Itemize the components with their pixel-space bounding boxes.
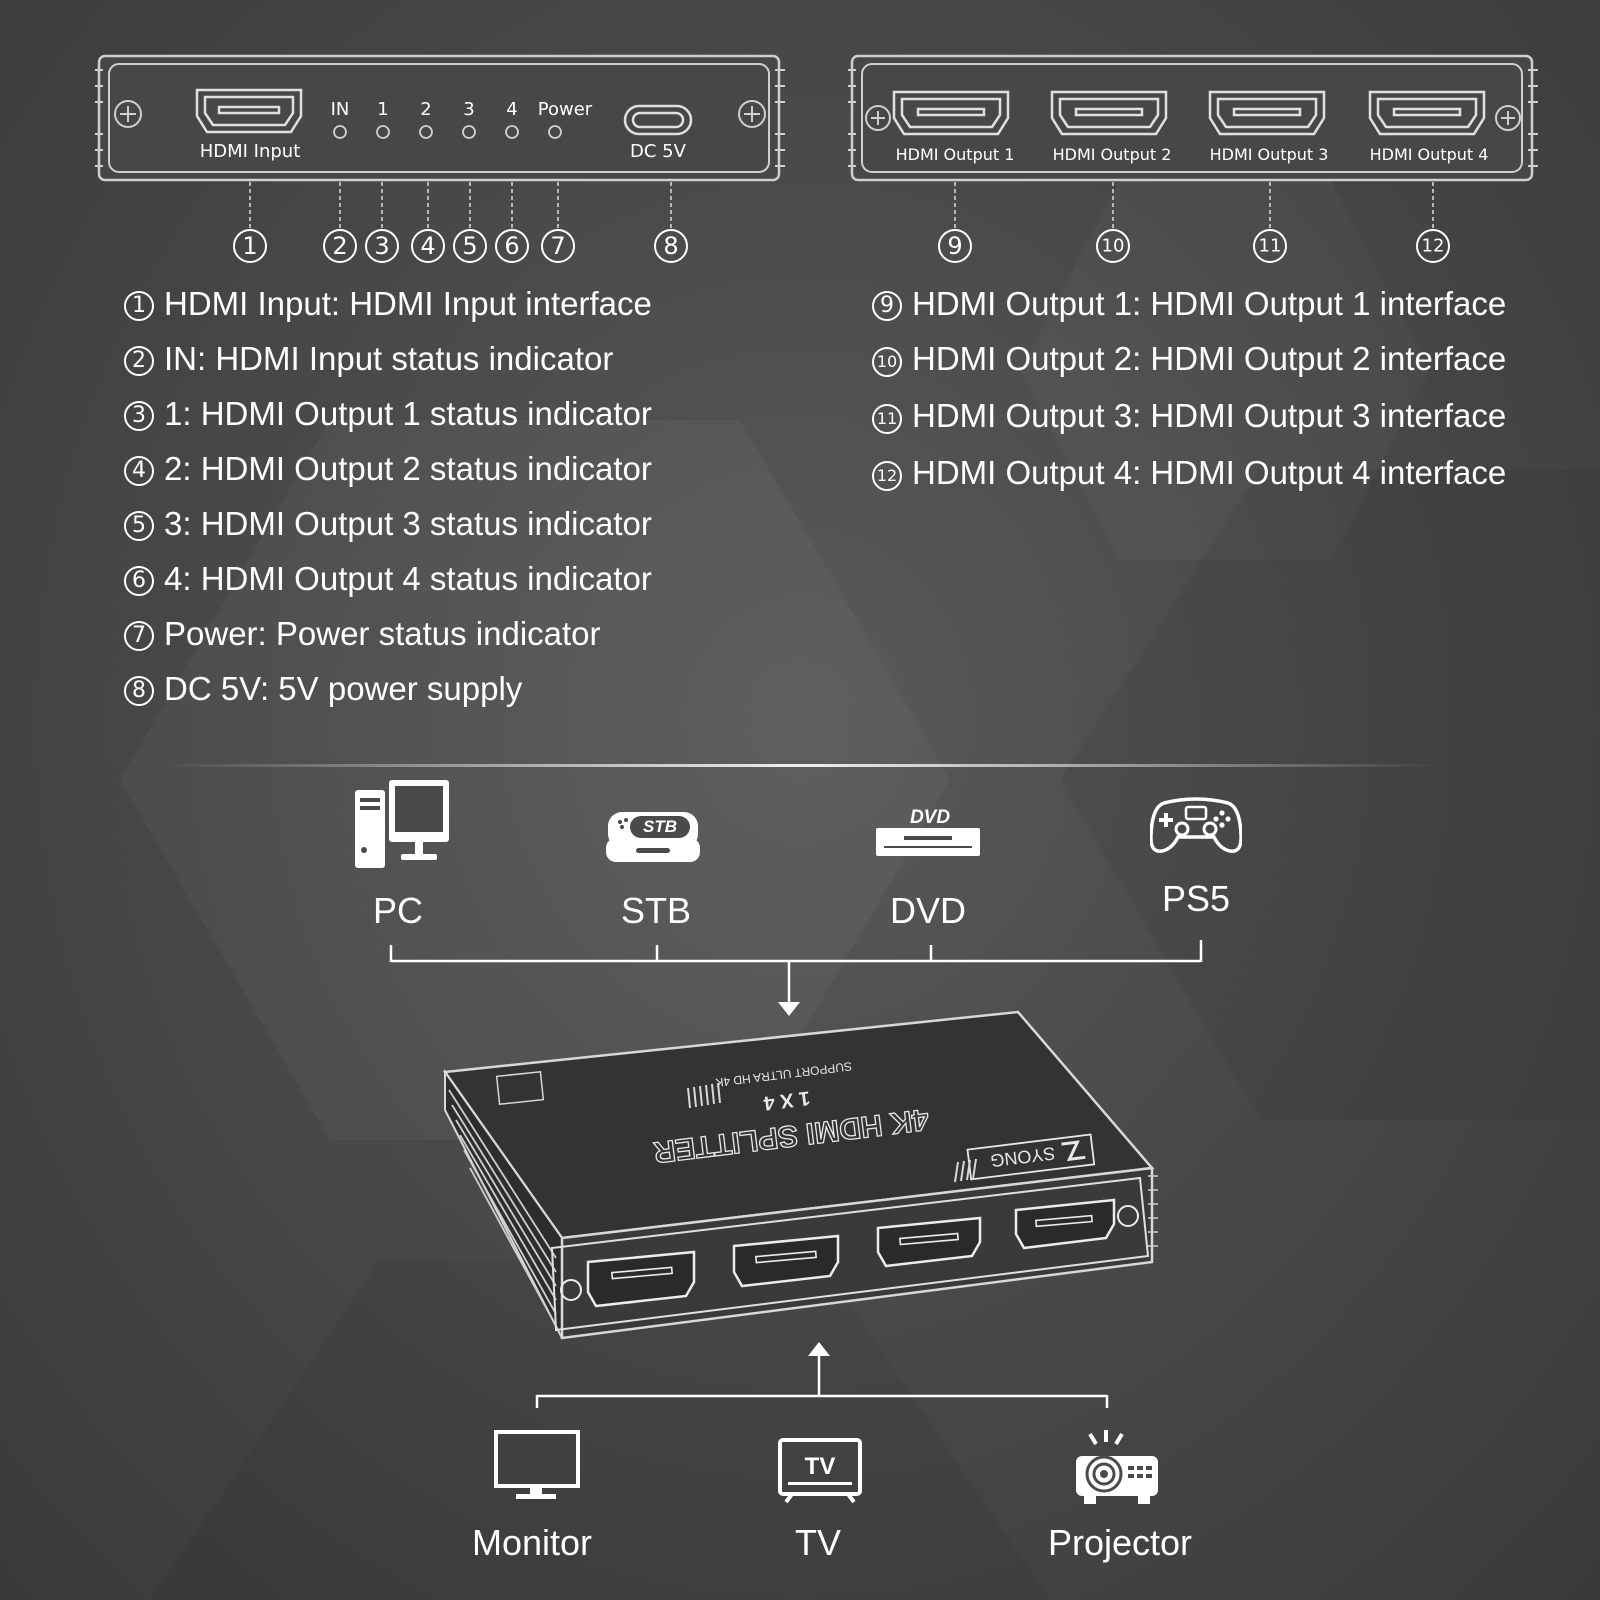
legend-marker: 12 (872, 461, 902, 491)
dvd-icon-text: DVD (910, 807, 950, 828)
indicator-label-1: 1 (377, 99, 388, 120)
dc-port (623, 104, 693, 136)
monitor-icon (494, 1430, 580, 1499)
marker-1: 1 (233, 229, 267, 263)
pc-icon (355, 780, 449, 868)
legend-marker: 7 (124, 621, 154, 651)
indicator-leds (333, 125, 562, 139)
indicator-label-3: 3 (463, 99, 474, 120)
source-label-stb: STB (620, 890, 691, 931)
svg-text:7: 7 (550, 232, 565, 260)
front-hdmi-input-label: HDMI Input (200, 141, 301, 162)
legend-marker: 9 (872, 291, 902, 321)
back-output-label-3: HDMI Output 3 (1210, 145, 1329, 164)
legend-marker: 4 (124, 456, 154, 486)
svg-text:12: 12 (1422, 236, 1445, 257)
hdmi-splitter-device: 4K HDMI SPLITTER 1 X 4 SUPPORT ULTRA HD … (442, 1010, 1158, 1340)
tv-icon: TV (778, 1438, 862, 1504)
indicator-label-2: 2 (420, 99, 431, 120)
marker-6: 6 (495, 229, 529, 263)
hdmi-output-ports (892, 90, 1486, 136)
marker-8: 8 (654, 229, 688, 263)
dc-label: DC 5V (630, 141, 687, 162)
source-label-pc: PC (372, 890, 423, 931)
legend-marker: 3 (124, 401, 154, 431)
svg-text:11: 11 (1259, 236, 1282, 257)
gamepad-icon (1150, 797, 1242, 853)
svg-text:3: 3 (374, 232, 389, 260)
legend-marker: 8 (124, 676, 154, 706)
display-label-tv: TV (794, 1522, 841, 1563)
svg-text:10: 10 (1102, 236, 1125, 257)
screw-icon (1495, 105, 1521, 131)
screw-icon (738, 100, 766, 128)
legend-marker: 5 (124, 511, 154, 541)
indicator-label-4: 4 (506, 99, 517, 120)
marker-9: 9 (938, 229, 972, 263)
svg-text:6: 6 (504, 232, 519, 260)
svg-text:1: 1 (242, 232, 257, 260)
display-label-projector: Projector (1047, 1522, 1193, 1563)
display-label-monitor: Monitor (471, 1522, 593, 1563)
svg-text:2: 2 (332, 232, 347, 260)
svg-text:4: 4 (420, 232, 435, 260)
legend-marker: 6 (124, 566, 154, 596)
arrow-up-icon (808, 1342, 830, 1356)
tv-icon-text: TV (805, 1453, 836, 1480)
indicator-label-in: IN (331, 99, 350, 120)
legend-marker: 1 (124, 291, 154, 321)
arrow-down-icon (778, 1002, 800, 1016)
source-connector-lines (389, 940, 1203, 1016)
front-panel: HDMI Input IN 1 2 3 4 Power DC 5V (95, 54, 785, 182)
marker-3: 3 (365, 229, 399, 263)
back-output-label-2: HDMI Output 2 (1053, 145, 1172, 164)
marker-12: 12 (1416, 229, 1450, 263)
marker-4: 4 (411, 229, 445, 263)
marker-11: 11 (1253, 229, 1287, 263)
svg-text:9: 9 (947, 232, 962, 260)
display-connector-lines (535, 1342, 1109, 1408)
stb-icon-text: STB (643, 817, 677, 836)
indicator-labels: IN 1 2 3 4 Power (331, 99, 593, 120)
screw-icon (865, 105, 891, 131)
legend-marker: 2 (124, 346, 154, 376)
svg-text:5: 5 (462, 232, 477, 260)
back-panel: HDMI Output 1 HDMI Output 2 HDMI Output … (848, 54, 1538, 182)
back-output-label-1: HDMI Output 1 (896, 145, 1015, 164)
dvd-icon: DVD (876, 807, 980, 856)
callout-markers: 1 2 3 4 5 6 7 8 9 10 11 12 (233, 182, 1450, 263)
stb-icon: STB (606, 812, 700, 862)
marker-10: 10 (1096, 229, 1130, 263)
projector-icon (1076, 1430, 1158, 1504)
source-label-ps5: PS5 (1161, 878, 1231, 919)
marker-5: 5 (453, 229, 487, 263)
section-divider (160, 764, 1440, 767)
source-label-dvd: DVD (889, 890, 966, 931)
legend-marker: 10 (872, 347, 902, 377)
back-output-label-4: HDMI Output 4 (1370, 145, 1489, 164)
marker-7: 7 (541, 229, 575, 263)
screw-icon (114, 100, 142, 128)
indicator-label-power: Power (538, 99, 593, 120)
svg-text:8: 8 (663, 232, 678, 260)
marker-2: 2 (323, 229, 357, 263)
hdmi-input-port (195, 88, 303, 134)
legend-marker: 11 (872, 404, 902, 434)
